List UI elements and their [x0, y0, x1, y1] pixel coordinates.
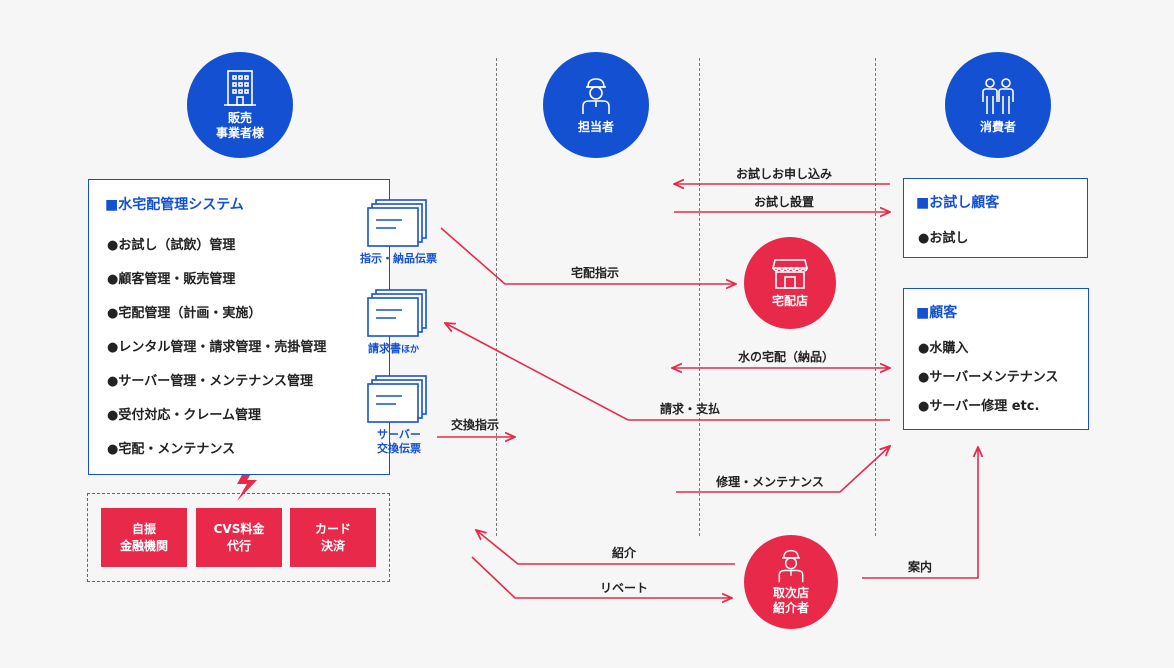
label-introduction: 紹介 — [611, 546, 637, 560]
trial-customer-item: ●お試し — [918, 231, 969, 246]
consumer-label: 消費者 — [979, 119, 1016, 134]
column-divider-2 — [699, 58, 700, 536]
system-item: ●宅配・メンテナンス — [107, 442, 236, 457]
agent-circle: 取次店 紹介者 — [744, 535, 838, 629]
payment-option: CVS料金 代行 — [196, 508, 282, 567]
instruction-slip-label: 指示・納品伝票 — [360, 252, 437, 265]
arrow-guidance — [862, 447, 978, 579]
payment-group — [87, 493, 390, 582]
system-item: ●サーバー管理・メンテナンス管理 — [107, 374, 313, 389]
building-icon — [224, 70, 256, 106]
staff-circle: 担当者 — [543, 52, 649, 158]
customer-item: ●サーバーメンテナンス — [918, 370, 1059, 385]
shop-label: 宅配店 — [771, 293, 808, 308]
system-item: ●レンタル管理・請求管理・売掛管理 — [107, 340, 327, 355]
system-item: ●宅配管理（計画・実施） — [107, 306, 262, 321]
lightning-icon — [237, 466, 257, 501]
worker-icon — [582, 77, 610, 114]
invoice-text: 請求書 — [368, 342, 401, 355]
system-box: ■水宅配管理システム ●お試し（試飲）管理 ●顧客管理・販売管理 ●宅配管理（計… — [88, 179, 390, 475]
label-repair: 修理・メンテナンス — [716, 475, 824, 489]
consumer-circle: 消費者 — [945, 52, 1051, 158]
invoice-suffix: ほか — [401, 345, 420, 355]
invoice-label: 請求書ほか — [368, 342, 419, 357]
trial-customer-box: ■お試し顧客 ●お試し — [903, 178, 1088, 258]
exchange-slip-label: サーバー 交換伝票 — [377, 428, 421, 455]
label-delivery-instruction: 宅配指示 — [570, 266, 620, 280]
seller-circle: 販売 事業者様 — [187, 52, 293, 158]
label-trial-apply: お試しお申し込み — [735, 167, 833, 181]
column-divider-3 — [875, 58, 876, 536]
arrow-introduction — [476, 530, 735, 565]
arrow-repair — [676, 446, 890, 493]
label-billing: 請求・支払 — [659, 402, 721, 416]
worker-icon — [778, 549, 804, 583]
customer-title: ■顧客 — [916, 305, 958, 321]
agent-label: 取次店 紹介者 — [772, 586, 809, 615]
shop-icon — [772, 258, 808, 289]
exchange-slip-icon — [367, 375, 427, 423]
customer-box: ■顧客 ●水購入 ●サーバーメンテナンス ●サーバー修理 etc. — [903, 288, 1089, 430]
instruction-slip-icon — [367, 199, 427, 247]
seller-label: 販売 事業者様 — [215, 111, 264, 140]
payment-option: カード 決済 — [290, 508, 376, 567]
system-item: ●受付対応・クレーム管理 — [107, 408, 261, 423]
label-guidance: 案内 — [907, 560, 933, 574]
arrow-rebate — [471, 556, 732, 598]
payment-option: 自振 金融機関 — [101, 508, 187, 567]
staff-label: 担当者 — [577, 119, 614, 134]
label-trial-install: お試し設置 — [753, 195, 815, 209]
shop-circle: 宅配店 — [744, 237, 836, 329]
label-exchange-instruction: 交換指示 — [450, 418, 500, 432]
people-icon — [982, 77, 1014, 114]
label-water-delivery: 水の宅配（納品） — [737, 350, 835, 364]
system-title: ■水宅配管理システム — [105, 197, 244, 213]
system-item: ●顧客管理・販売管理 — [107, 272, 236, 287]
customer-item: ●水購入 — [918, 341, 969, 356]
trial-customer-title: ■お試し顧客 — [916, 195, 1000, 211]
invoice-icon — [367, 289, 427, 337]
arrow-delivery-instruction — [440, 227, 736, 284]
column-divider-1 — [496, 58, 497, 536]
system-item: ●お試し（試飲）管理 — [107, 238, 236, 253]
arrow-billing — [445, 323, 890, 421]
label-rebate: リベート — [599, 581, 649, 595]
customer-item: ●サーバー修理 etc. — [918, 399, 1040, 414]
